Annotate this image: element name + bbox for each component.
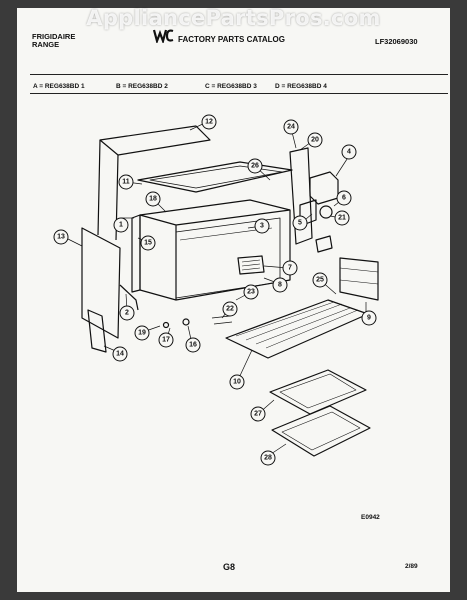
callout-label: 3 [260, 223, 264, 230]
callout-24 [283, 119, 299, 135]
catalog-title: FACTORY PARTS CATALOG [178, 35, 285, 44]
callout-16 [185, 337, 201, 353]
callout-markers [53, 114, 377, 466]
broiler-insert [269, 369, 367, 415]
callout-22 [222, 301, 238, 317]
callout-26 [247, 158, 263, 174]
callout-21 [334, 210, 350, 226]
callout-label: 10 [233, 379, 241, 386]
callout-label: 1 [119, 222, 123, 229]
callout-label: 27 [254, 411, 262, 418]
callout-label: 25 [316, 277, 324, 284]
model-label: C = REG638BD 3 [205, 83, 257, 90]
callout-12 [201, 114, 217, 130]
callout-label: 18 [149, 196, 157, 203]
callout-label: 11 [122, 179, 130, 186]
callout-15 [140, 235, 156, 251]
callout-label: 15 [144, 240, 152, 247]
wci-logo-icon [153, 29, 174, 43]
callout-8 [272, 277, 288, 293]
callout-27 [250, 406, 266, 422]
callout-label: 12 [205, 119, 213, 126]
callout-label: 5 [298, 220, 302, 227]
callout-14 [112, 346, 128, 362]
callout-label: 19 [138, 330, 146, 337]
diagram-code: E0942 [361, 514, 380, 521]
back-panel [99, 125, 211, 156]
callout-1 [113, 217, 129, 233]
divider [30, 74, 448, 75]
callout-label: 23 [247, 289, 255, 296]
callout-label: 6 [342, 195, 346, 202]
callout-17 [158, 332, 174, 348]
callout-11 [118, 174, 134, 190]
model-label: A = REG638BD 1 [33, 83, 85, 90]
callout-label: 20 [311, 137, 319, 144]
model-label: D = REG638BD 4 [275, 83, 327, 90]
doc-number: LF32069030 [375, 37, 418, 46]
callout-18 [145, 191, 161, 207]
callout-label: 7 [288, 265, 292, 272]
callout-3 [254, 218, 270, 234]
page-number: G8 [223, 562, 236, 572]
oven-cabinet [139, 199, 291, 301]
callout-4 [341, 144, 357, 160]
callout-20 [307, 132, 323, 148]
callout-label: 21 [338, 215, 346, 222]
product-type: RANGE [32, 40, 60, 49]
callout-label: 22 [226, 306, 234, 313]
side-panel [81, 227, 121, 339]
callout-19 [134, 325, 150, 341]
oven-rack [225, 299, 369, 359]
callout-5 [292, 215, 308, 231]
callout-label: 2 [125, 310, 129, 317]
callout-label: 14 [116, 351, 124, 358]
callout-label: 16 [189, 342, 197, 349]
callout-13 [53, 229, 69, 245]
callout-label: 9 [367, 315, 371, 322]
top-panel [137, 161, 293, 193]
watermark: AppliancePartsPros.com [86, 6, 381, 30]
model-label: B = REG638BD 2 [116, 83, 168, 90]
callout-10 [229, 374, 245, 390]
callout-28 [260, 450, 276, 466]
callout-9 [361, 310, 377, 326]
broiler-pan [271, 405, 371, 457]
callout-23 [243, 284, 259, 300]
brand-name: FRIGIDAIRE [32, 32, 76, 41]
callout-6 [336, 190, 352, 206]
divider [30, 93, 448, 94]
callout-25 [312, 272, 328, 288]
callout-label: 8 [278, 282, 282, 289]
callout-label: 4 [347, 149, 351, 156]
callout-label: 26 [251, 163, 259, 170]
callout-label: 13 [57, 234, 65, 241]
callout-7 [282, 260, 298, 276]
callout-label: 24 [287, 124, 295, 131]
revision-date: 2/89 [405, 563, 418, 570]
callout-label: 28 [264, 455, 272, 462]
callout-label: 17 [162, 337, 170, 344]
callout-2 [119, 305, 135, 321]
